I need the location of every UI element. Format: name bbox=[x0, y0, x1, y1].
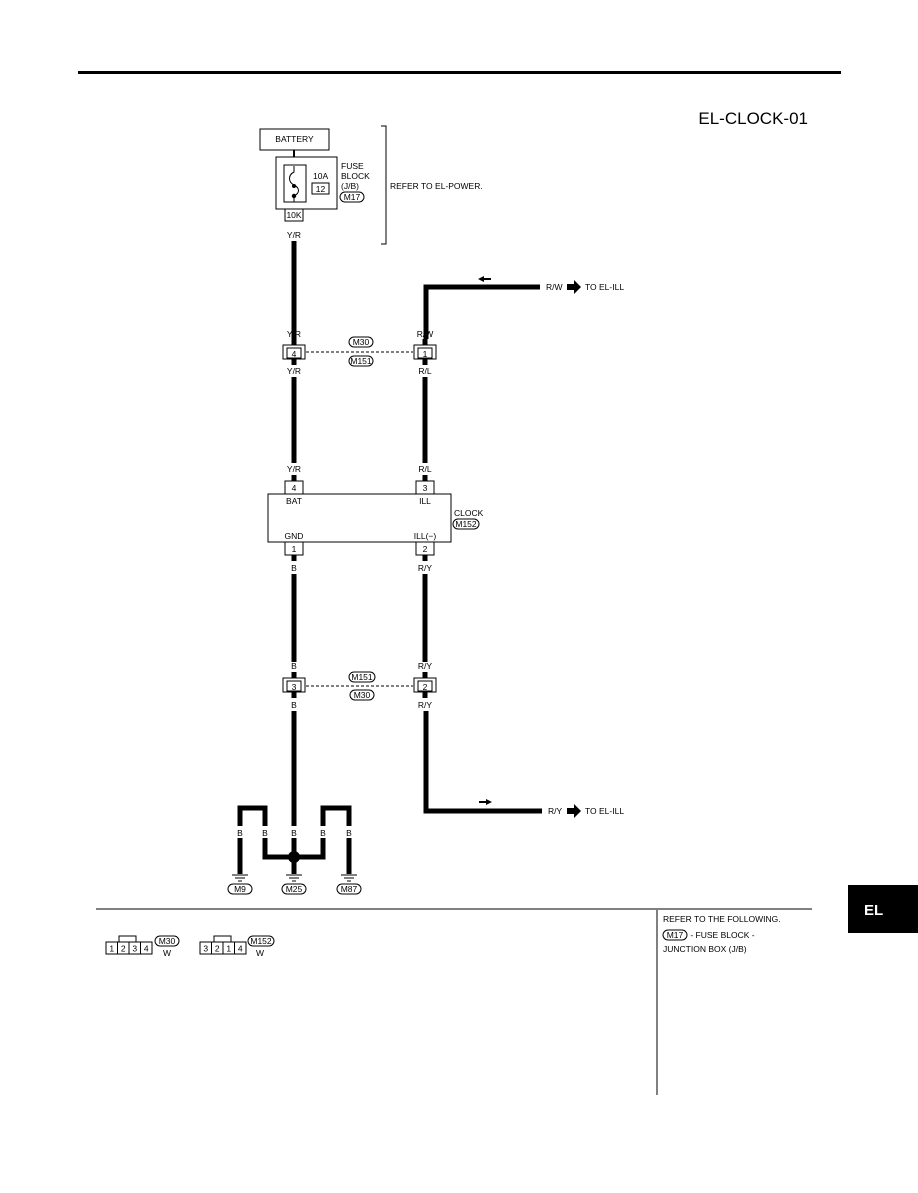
m152-connector-id: M152 bbox=[250, 936, 272, 946]
wire-ry-segment-2 bbox=[423, 711, 542, 814]
to-ill-top-arrow-icon bbox=[567, 280, 581, 294]
wire-yr-segment-2 bbox=[291, 377, 297, 463]
joint-top-lower-id: M151 bbox=[350, 356, 372, 366]
wire-b-segment-1 bbox=[291, 574, 297, 662]
clock-name: CLOCK bbox=[454, 508, 484, 518]
wire-label-yr-3: Y/R bbox=[287, 366, 301, 376]
clock-ill-pin: 3 bbox=[423, 483, 428, 493]
ground-wire-label-1: B bbox=[237, 828, 243, 838]
fuse-connector-id: M17 bbox=[344, 192, 361, 202]
m30-color: W bbox=[163, 948, 171, 958]
clock-illm-label: ILL(−) bbox=[414, 531, 437, 541]
wire-b-segment-2 bbox=[291, 711, 297, 855]
ground-icon bbox=[341, 874, 357, 882]
section-tab: EL bbox=[848, 885, 918, 933]
clock-bat-label: BAT bbox=[286, 496, 302, 506]
fuse-amperage: 10A bbox=[313, 171, 328, 181]
joint-top-upper-id: M30 bbox=[353, 337, 370, 347]
ground-icon bbox=[232, 874, 248, 882]
fuse-label-line1: FUSE bbox=[341, 161, 364, 171]
to-ill-top-text: TO EL-ILL bbox=[585, 282, 624, 292]
wire-yr-segment-1 bbox=[291, 241, 297, 339]
ground-network: B B B B B M9 M25 M87 bbox=[227, 805, 362, 895]
wire-label-ry-1: R/Y bbox=[418, 563, 433, 573]
section-tab-label: EL bbox=[864, 902, 883, 919]
joint-connector-top: 4 1 M30 M151 bbox=[282, 336, 437, 367]
diagram-title: EL-CLOCK-01 bbox=[698, 109, 808, 128]
refer-m17-text-2: JUNCTION BOX (J/B) bbox=[663, 944, 747, 954]
wire-label-b-2: B bbox=[291, 661, 297, 671]
refer-m17-id: M17 bbox=[667, 930, 684, 940]
fuse-block: 10A 12 FUSE BLOCK (J/B) M17 10K bbox=[275, 156, 370, 222]
wire-label-rl-2: R/L bbox=[418, 464, 432, 474]
joint-bottom-left-pin: 3 bbox=[292, 682, 297, 692]
top-rule bbox=[78, 71, 841, 74]
wire-label-yr-4: Y/R bbox=[287, 464, 301, 474]
m152-color: W bbox=[256, 948, 264, 958]
fuse-label-line2: BLOCK bbox=[341, 171, 370, 181]
clock-gnd-pin: 1 bbox=[292, 544, 297, 554]
wire-label-rl-1: R/L bbox=[418, 366, 432, 376]
fuse-terminal: 10K bbox=[286, 210, 301, 220]
ground-m87: M87 bbox=[341, 884, 358, 894]
wire-label-yr-1: Y/R bbox=[287, 230, 301, 240]
m30-connector-id: M30 bbox=[159, 936, 176, 946]
refer-bracket bbox=[381, 125, 387, 245]
wire-label-b-1: B bbox=[291, 563, 297, 573]
wire-label-yr-2: Y/R bbox=[287, 329, 301, 339]
joint-top-right-pin: 1 bbox=[423, 349, 428, 359]
m152-pin-a: 3 bbox=[203, 944, 208, 954]
wire-label-rw: R/W bbox=[417, 329, 434, 339]
refer-following-title: REFER TO THE FOLLOWING. bbox=[663, 914, 781, 924]
ground-wire-label-4: B bbox=[320, 828, 326, 838]
joint-top-left-pin: 4 bbox=[292, 349, 297, 359]
ground-wire-label-3: B bbox=[291, 828, 297, 838]
m152-pin-c: 1 bbox=[226, 944, 231, 954]
wire-label-b-3: B bbox=[291, 700, 297, 710]
m152-pin-b: 2 bbox=[215, 944, 220, 954]
ground-m9: M9 bbox=[234, 884, 246, 894]
connector-face-m152: 3 2 1 4 M152 W bbox=[199, 935, 275, 958]
m30-pin-4: 4 bbox=[144, 944, 149, 954]
clock-unit: 4 3 BAT ILL GND ILL(−) CLOCK M152 1 2 bbox=[267, 475, 484, 561]
wire-label-rw-end: R/W bbox=[546, 282, 563, 292]
m152-pin-d: 4 bbox=[238, 944, 243, 954]
wire-rl-segment bbox=[422, 377, 428, 463]
splice-point bbox=[288, 851, 300, 863]
wire-ry-segment-1 bbox=[422, 574, 428, 662]
joint-bottom-right-pin: 2 bbox=[423, 682, 428, 692]
battery-label: BATTERY bbox=[275, 134, 314, 144]
joint-bottom-lower-id: M30 bbox=[354, 690, 371, 700]
clock-gnd-label: GND bbox=[285, 531, 304, 541]
m30-pin-3: 3 bbox=[132, 944, 137, 954]
ground-wire-label-2: B bbox=[262, 828, 268, 838]
m30-pin-1: 1 bbox=[109, 944, 114, 954]
wire-label-ry-2: R/Y bbox=[418, 661, 433, 671]
to-ill-bottom-text: TO EL-ILL bbox=[585, 806, 624, 816]
wire-rw-direction-arrow bbox=[478, 276, 491, 282]
wire-ry-direction-arrow bbox=[479, 799, 492, 805]
m30-pin-2: 2 bbox=[121, 944, 126, 954]
joint-bottom-upper-id: M151 bbox=[351, 672, 373, 682]
wire-rw bbox=[423, 284, 540, 339]
clock-illm-pin: 2 bbox=[423, 544, 428, 554]
to-ill-bottom-arrow-icon bbox=[567, 804, 581, 818]
ground-icon bbox=[286, 874, 302, 882]
clock-ill-label: ILL bbox=[419, 496, 431, 506]
battery: BATTERY bbox=[259, 128, 330, 151]
clock-connector-id: M152 bbox=[455, 519, 477, 529]
fuse-label-line3: (J/B) bbox=[341, 181, 359, 191]
joint-connector-bottom: 3 2 M151 M30 bbox=[282, 671, 437, 701]
refer-m17-text: - FUSE BLOCK - bbox=[688, 930, 755, 940]
ground-m25: M25 bbox=[286, 884, 303, 894]
ground-wire-label-5: B bbox=[346, 828, 352, 838]
fuse-number: 12 bbox=[316, 184, 326, 194]
wire-label-ry-end: R/Y bbox=[548, 806, 563, 816]
wire-label-ry-3: R/Y bbox=[418, 700, 433, 710]
refer-power-text: REFER TO EL-POWER. bbox=[390, 181, 483, 191]
clock-bat-pin: 4 bbox=[292, 483, 297, 493]
connector-face-m30: 1 2 3 4 M30 W bbox=[105, 935, 180, 958]
